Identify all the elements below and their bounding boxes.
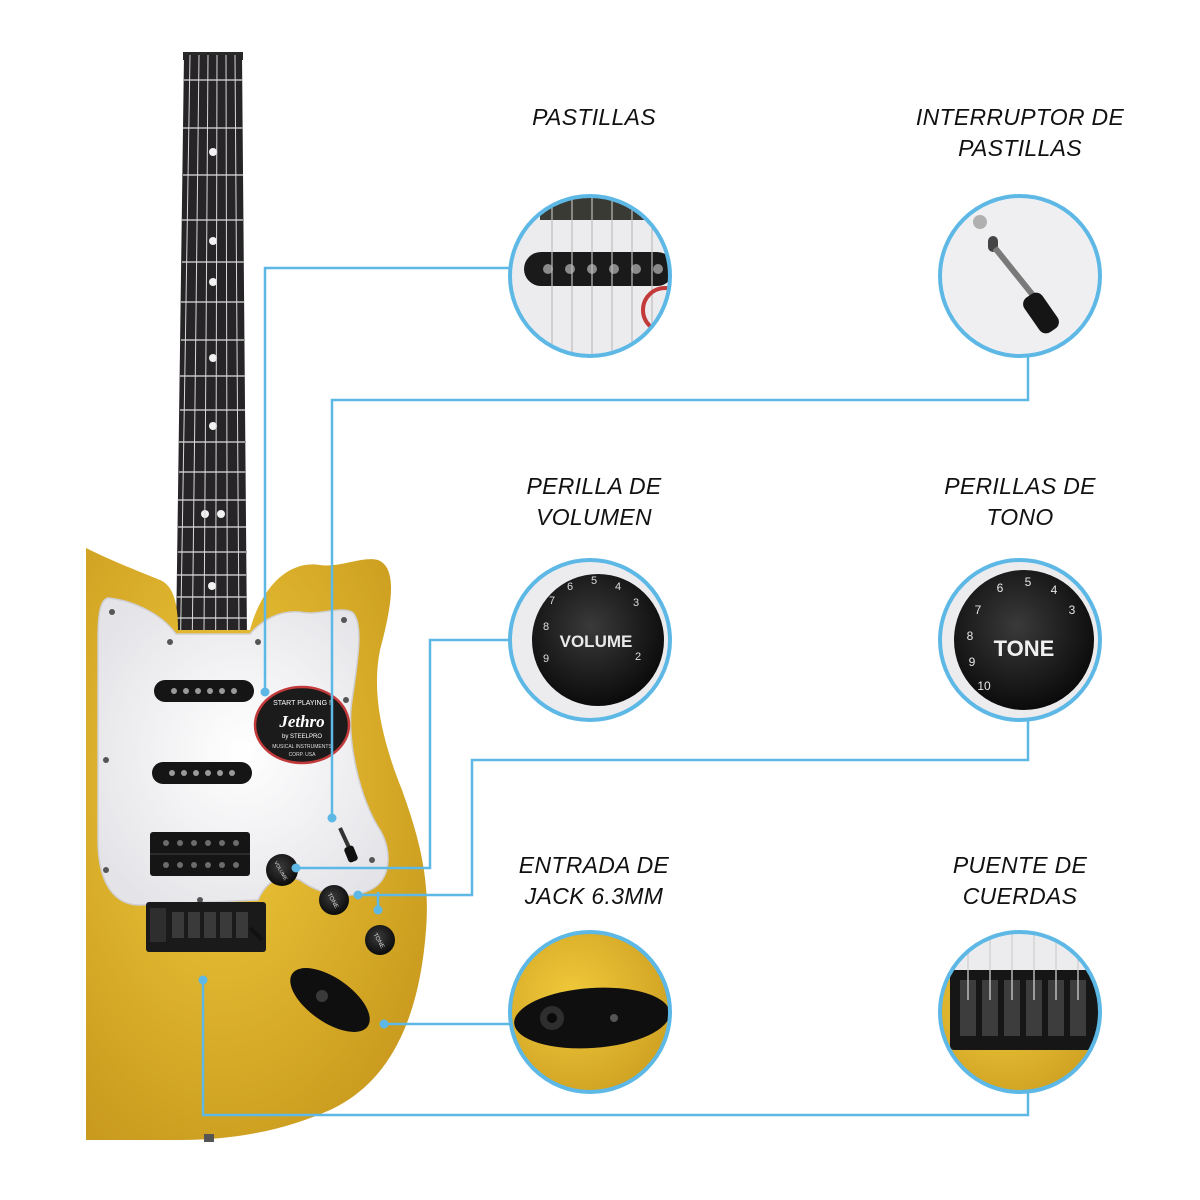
callout-volumen-image: 76 5 43 8 9 2 VOLUME [508,558,672,722]
callout-jack-image [508,930,672,1094]
svg-text:5: 5 [1025,575,1032,589]
svg-text:6: 6 [997,581,1004,595]
svg-text:3: 3 [1069,603,1076,617]
label-interruptor-line-1: INTERRUPTOR DE [915,104,1125,130]
svg-text:9: 9 [969,655,976,669]
callout-volume-knob-text: VOLUME [560,632,633,651]
label-jack-line-2: JACK 6.3MM [524,883,664,909]
pickup-switch [338,827,358,863]
pickguard-screws [103,609,375,903]
svg-text:6: 6 [567,581,573,593]
callout-pastillas-image [508,194,672,358]
svg-text:7: 7 [975,603,982,617]
callout-tone-knob-text: TONE [994,636,1055,661]
connector-pastillas [263,266,510,692]
label-tono: PERILLAS DE TONO [900,471,1140,533]
volume-knob: VOLUME [266,854,298,886]
pickguard [97,597,389,906]
callout-puente-image [938,930,1102,1094]
label-interruptor-line-2: PASTILLAS [958,135,1082,161]
output-jack [290,968,370,1032]
callout-tono-image: 7 6 5 43 8 910 TONE [938,558,1102,722]
svg-text:5: 5 [591,575,597,587]
label-puente: PUENTE DE CUERDAS [900,850,1140,912]
svg-text:8: 8 [543,621,549,633]
svg-text:2: 2 [635,651,641,663]
callout-interruptor-image [938,194,1102,358]
label-jack-line-1: ENTRADA DE [518,852,670,878]
strap-pin [204,1134,214,1142]
label-volumen: PERILLA DE VOLUMEN [474,471,714,533]
tone-knob-1: TONE [319,885,349,915]
neck-pickup [154,680,254,702]
label-pastillas-line-1: PASTILLAS [532,104,656,130]
label-puente-line-1: PUENTE DE [952,852,1088,878]
frets [177,79,247,619]
svg-text:4: 4 [615,581,621,593]
connector-puente [201,980,1030,1117]
sticker-by: by STEELPRO [282,734,322,740]
connector-tono [358,720,1030,897]
label-tono-line-2: TONO [986,504,1054,530]
tone-knob-2: TONE [365,925,395,955]
label-puente-line-2: CUERDAS [962,883,1078,909]
humbucker-pickup [150,832,250,876]
label-volumen-line-1: PERILLA DE [526,473,662,499]
label-jack: ENTRADA DE JACK 6.3MM [474,850,714,912]
brand-sticker: START PLAYING ! Jethro by STEELPRO MUSIC… [253,685,351,765]
fret-markers [201,148,225,590]
connector-lines [201,266,1030,1117]
bridge [146,902,266,952]
connector-interruptor [330,356,1030,818]
svg-text:7: 7 [549,595,555,607]
guitar: START PLAYING ! Jethro by STEELPRO MUSIC… [86,52,427,1142]
label-pastillas: PASTILLAS [474,102,714,133]
middle-pickup [152,762,252,784]
sticker-line1: MUSICAL INSTRUMENTS [272,744,332,750]
svg-text:4: 4 [1051,583,1058,597]
sticker-top: START PLAYING ! [273,700,331,707]
svg-text:10: 10 [977,679,991,693]
label-tono-line-1: PERILLAS DE [944,473,1096,499]
svg-text:8: 8 [967,629,974,643]
svg-text:9: 9 [543,653,549,665]
sticker-line2: CORP. USA [289,752,317,758]
connector-dots [198,687,389,1029]
connector-volumen [296,638,510,870]
sticker-brand: Jethro [278,712,324,731]
label-volumen-line-2: VOLUMEN [536,504,652,530]
label-interruptor: INTERRUPTOR DE PASTILLAS [900,102,1140,164]
svg-text:3: 3 [633,597,639,609]
